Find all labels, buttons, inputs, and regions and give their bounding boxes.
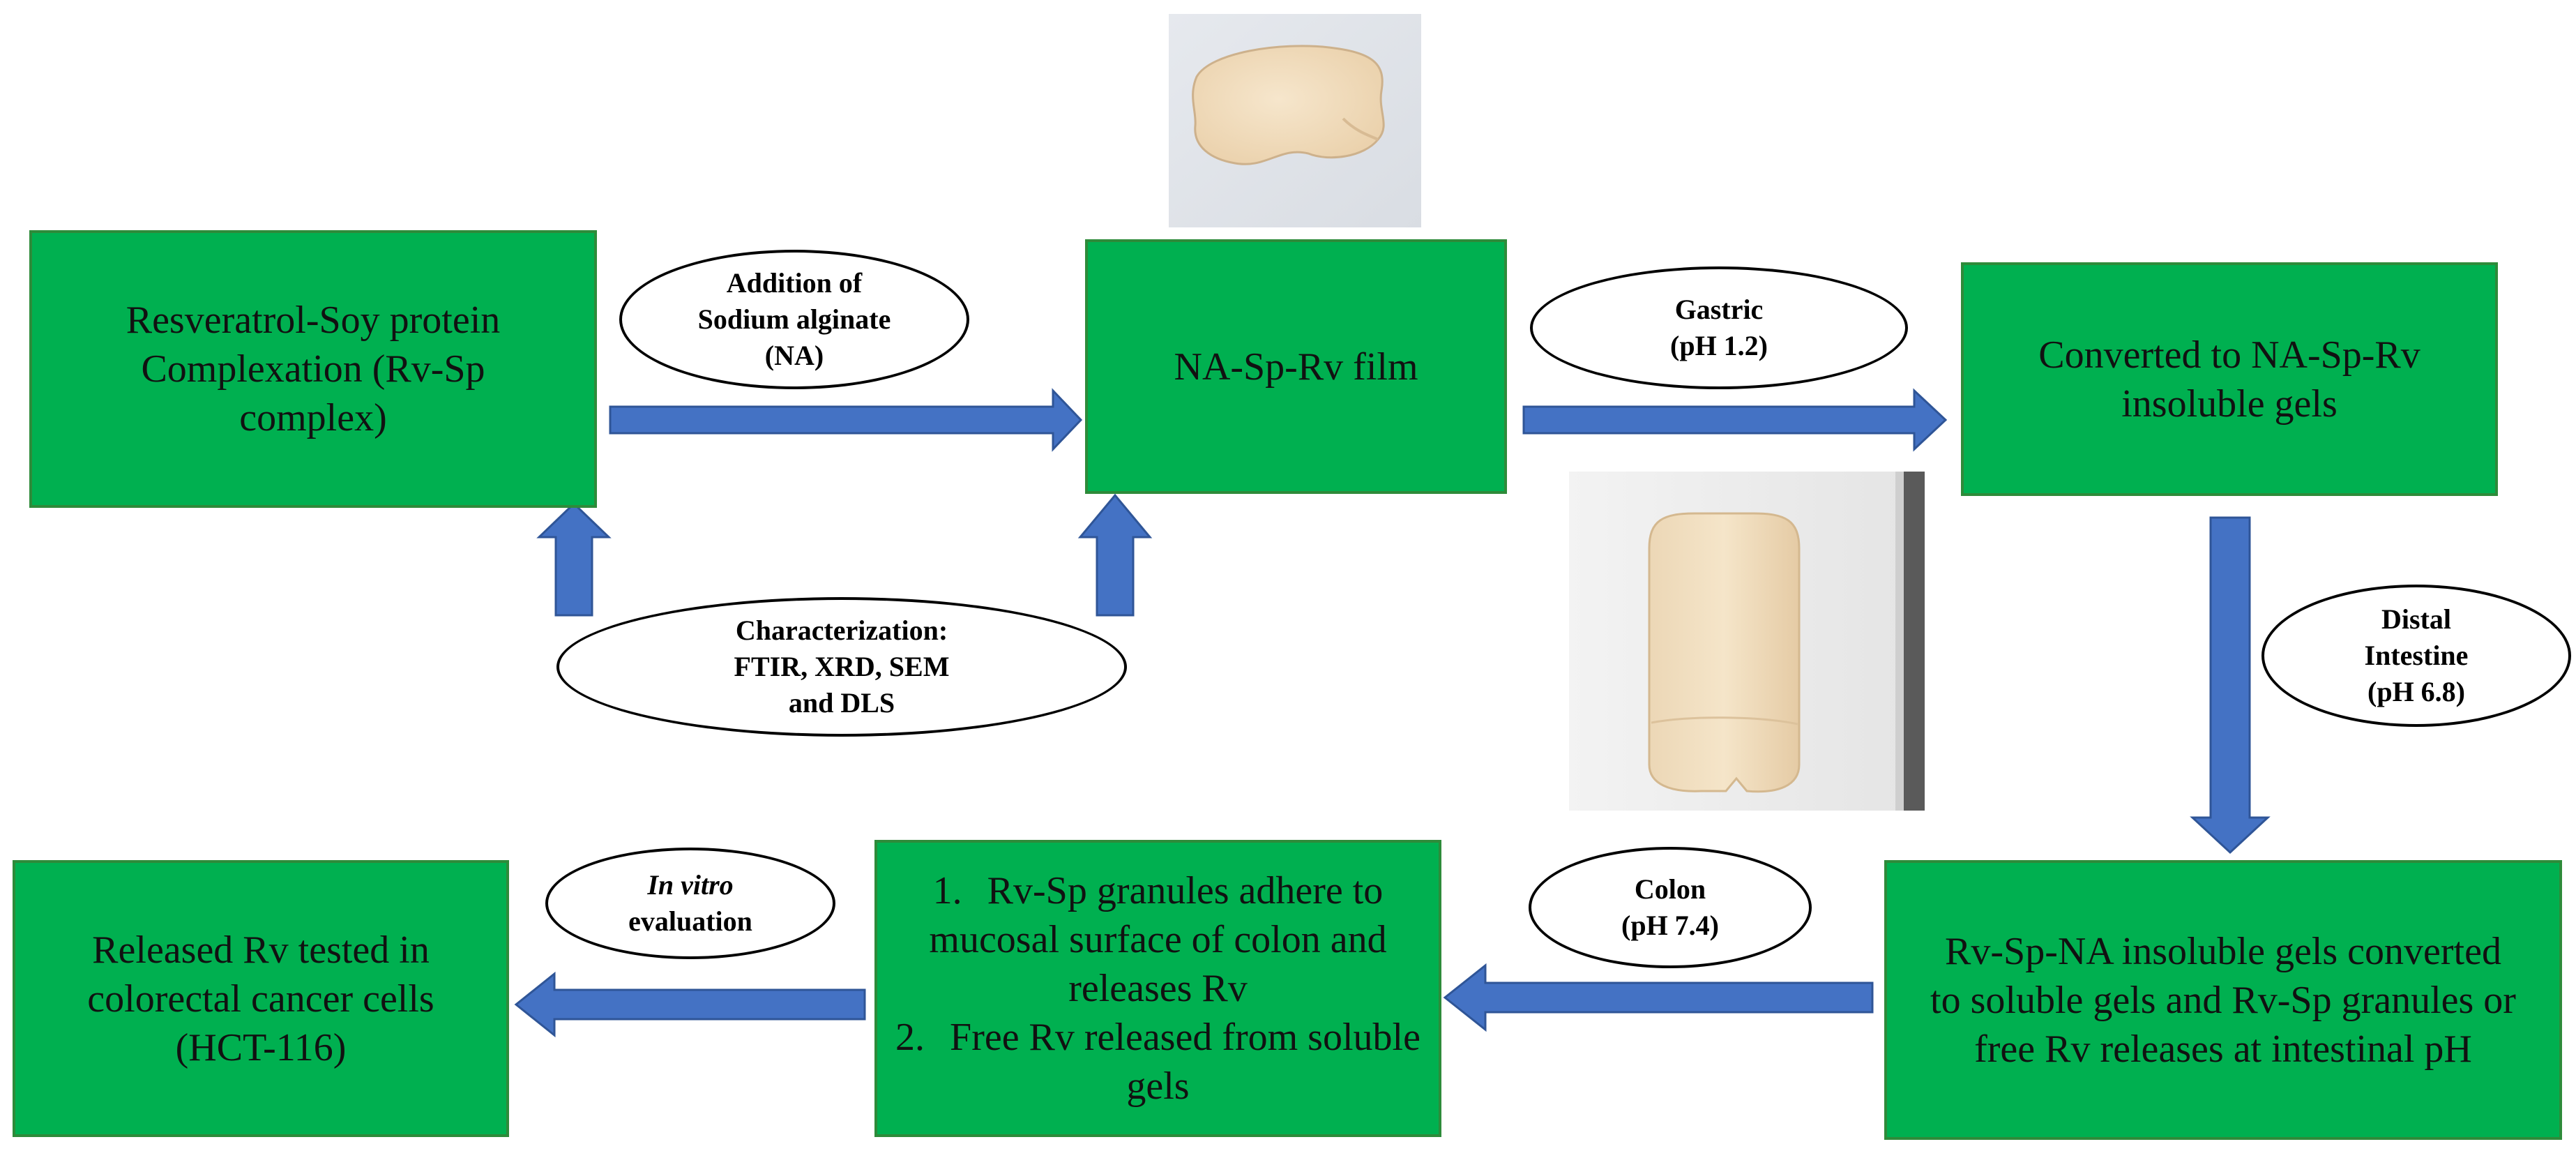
arrow-soluble-to-granules bbox=[1443, 963, 1874, 1032]
gel-photo bbox=[1569, 472, 1925, 811]
invitro-line-1: In vitro bbox=[647, 869, 734, 901]
soluble-gels-box: Rv-Sp-NA insoluble gels converted to sol… bbox=[1884, 860, 2562, 1140]
arrow-characterization-to-complexation bbox=[536, 502, 612, 617]
granules-step-1: 1.Rv-Sp granules adhere to mucosal surfa… bbox=[877, 866, 1439, 1013]
step-1-number: 1. bbox=[932, 869, 962, 912]
gastric-line-1: Gastric bbox=[1674, 294, 1764, 325]
colon-ellipse: Colon (pH 7.4) bbox=[1529, 847, 1812, 968]
film-photo-drawing bbox=[1169, 14, 1421, 227]
released-box: Released Rv tested in colorectal cancer … bbox=[13, 860, 509, 1137]
granules-steps: 1.Rv-Sp granules adhere to mucosal surfa… bbox=[877, 866, 1439, 1111]
colon-line-2: (pH 7.4) bbox=[1621, 910, 1719, 941]
film-photo bbox=[1169, 14, 1421, 227]
distal-line-3: (pH 6.8) bbox=[2367, 676, 2465, 707]
gastric-line-2: (pH 1.2) bbox=[1670, 330, 1768, 361]
arrow-granules-to-released bbox=[514, 971, 866, 1038]
distal-intestine-ellipse: Distal Intestine (pH 6.8) bbox=[2261, 585, 2571, 727]
arrow-film-to-gels bbox=[1522, 388, 1948, 452]
complexation-box: Resveratrol-Soy protein Complexation (Rv… bbox=[29, 230, 597, 508]
invitro-ellipse: In vitro evaluation bbox=[545, 848, 835, 959]
colon-line-1: Colon bbox=[1634, 873, 1706, 905]
alginate-line-2: Sodium alginate bbox=[697, 303, 891, 335]
granules-box: 1.Rv-Sp granules adhere to mucosal surfa… bbox=[874, 840, 1441, 1137]
distal-line-2: Intestine bbox=[2364, 640, 2469, 671]
gastric-ellipse: Gastric (pH 1.2) bbox=[1530, 266, 1908, 389]
released-label: Released Rv tested in colorectal cancer … bbox=[87, 928, 434, 1069]
step-1-text: Rv-Sp granules adhere to mucosal surface… bbox=[929, 869, 1387, 1010]
gels-box: Converted to NA-Sp-Rv insoluble gels bbox=[1961, 262, 2498, 496]
film-box: NA-Sp-Rv film bbox=[1085, 239, 1507, 494]
characterization-ellipse: Characterization: FTIR, XRD, SEM and DLS bbox=[556, 597, 1127, 737]
distal-line-1: Distal bbox=[2381, 603, 2451, 635]
arrow-characterization-to-film bbox=[1077, 493, 1153, 617]
characterization-line-3: and DLS bbox=[788, 687, 895, 719]
soluble-gels-label: Rv-Sp-NA insoluble gels converted to sol… bbox=[1930, 929, 2516, 1071]
granules-step-2: 2. Free Rv released from soluble gels bbox=[877, 1013, 1439, 1111]
arrow-complexation-to-film bbox=[609, 388, 1083, 452]
arrow-gels-to-soluble bbox=[2190, 516, 2271, 855]
step-2-text: Free Rv released from soluble gels bbox=[950, 1016, 1420, 1108]
characterization-line-2: FTIR, XRD, SEM bbox=[734, 651, 950, 682]
invitro-line-2: evaluation bbox=[628, 905, 752, 937]
alginate-line-3: (NA) bbox=[764, 340, 824, 371]
film-label: NA-Sp-Rv film bbox=[1174, 345, 1418, 389]
step-2-number: 2. bbox=[895, 1016, 925, 1059]
gel-photo-drawing bbox=[1569, 472, 1925, 811]
characterization-line-1: Characterization: bbox=[735, 615, 948, 646]
alginate-ellipse: Addition of Sodium alginate (NA) bbox=[619, 250, 969, 389]
complexation-label: Resveratrol-Soy protein Complexation (Rv… bbox=[126, 299, 501, 439]
alginate-line-1: Addition of bbox=[726, 267, 863, 299]
gels-label: Converted to NA-Sp-Rv insoluble gels bbox=[2038, 333, 2420, 426]
